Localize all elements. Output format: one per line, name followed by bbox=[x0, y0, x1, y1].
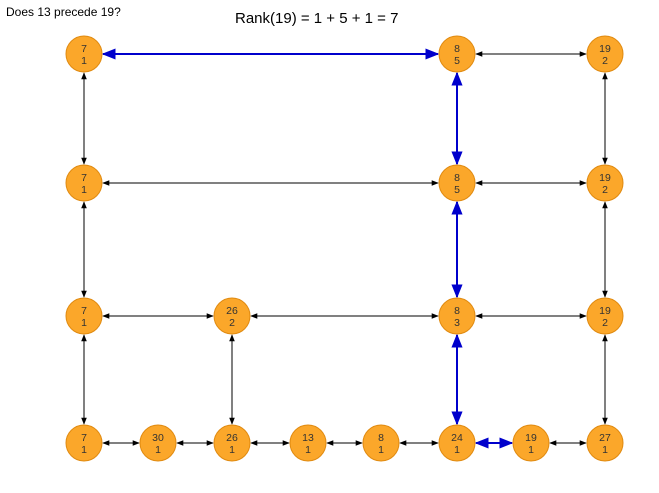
rank-formula: Rank(19) = 1 + 5 + 1 = 7 bbox=[235, 10, 399, 27]
node-rank: 2 bbox=[602, 184, 608, 196]
node-key: 7 bbox=[81, 305, 87, 317]
node-rank: 1 bbox=[155, 444, 161, 456]
node-key: 7 bbox=[81, 432, 87, 444]
node-rank: 3 bbox=[454, 317, 460, 329]
skip-list-node: 85 bbox=[438, 35, 476, 73]
node-circle bbox=[586, 35, 624, 73]
node-key: 19 bbox=[599, 305, 611, 317]
question-text: Does 13 precede 19? bbox=[6, 5, 121, 19]
node-rank: 1 bbox=[81, 444, 87, 456]
skip-list-node: 192 bbox=[586, 35, 624, 73]
node-key: 26 bbox=[226, 432, 238, 444]
node-circle bbox=[139, 424, 177, 462]
skip-list-node: 131 bbox=[289, 424, 327, 462]
node-rank: 1 bbox=[454, 444, 460, 456]
node-rank: 1 bbox=[81, 184, 87, 196]
node-circle bbox=[289, 424, 327, 462]
skip-list-node: 83 bbox=[438, 297, 476, 335]
node-rank: 1 bbox=[81, 55, 87, 67]
node-circle bbox=[65, 164, 103, 202]
node-rank: 1 bbox=[305, 444, 311, 456]
skip-list-node: 191 bbox=[512, 424, 550, 462]
node-circle bbox=[586, 297, 624, 335]
node-key: 30 bbox=[152, 432, 164, 444]
skip-list-node: 71 bbox=[65, 297, 103, 335]
node-key: 8 bbox=[454, 172, 460, 184]
node-rank: 5 bbox=[454, 55, 460, 67]
node-circle bbox=[65, 297, 103, 335]
skip-list-node: 71 bbox=[65, 35, 103, 73]
node-rank: 1 bbox=[81, 317, 87, 329]
skip-list-node: 241 bbox=[438, 424, 476, 462]
node-rank: 2 bbox=[229, 317, 235, 329]
node-key: 24 bbox=[451, 432, 463, 444]
node-circle bbox=[362, 424, 400, 462]
skip-list-node: 71 bbox=[65, 424, 103, 462]
node-rank: 2 bbox=[602, 317, 608, 329]
node-circle bbox=[438, 424, 476, 462]
skip-list-node: 192 bbox=[586, 297, 624, 335]
node-rank: 2 bbox=[602, 55, 608, 67]
node-rank: 1 bbox=[602, 444, 608, 456]
node-key: 19 bbox=[599, 172, 611, 184]
node-rank: 1 bbox=[528, 444, 534, 456]
node-rank: 5 bbox=[454, 184, 460, 196]
node-key: 19 bbox=[599, 43, 611, 55]
node-circle bbox=[438, 297, 476, 335]
node-rank: 1 bbox=[378, 444, 384, 456]
skip-list-node: 262 bbox=[213, 297, 251, 335]
node-key: 8 bbox=[454, 43, 460, 55]
node-key: 26 bbox=[226, 305, 238, 317]
node-key: 19 bbox=[525, 432, 537, 444]
node-key: 8 bbox=[454, 305, 460, 317]
node-circle bbox=[586, 164, 624, 202]
node-circle bbox=[65, 424, 103, 462]
skip-list-node: 85 bbox=[438, 164, 476, 202]
node-circle bbox=[213, 424, 251, 462]
node-key: 7 bbox=[81, 43, 87, 55]
node-circle bbox=[65, 35, 103, 73]
skip-list-node: 192 bbox=[586, 164, 624, 202]
skip-list-node: 301 bbox=[139, 424, 177, 462]
node-circle bbox=[438, 164, 476, 202]
skip-list-node: 71 bbox=[65, 164, 103, 202]
node-key: 13 bbox=[302, 432, 314, 444]
skip-list-node: 81 bbox=[362, 424, 400, 462]
node-key: 8 bbox=[378, 432, 384, 444]
node-circle bbox=[512, 424, 550, 462]
node-key: 7 bbox=[81, 172, 87, 184]
node-key: 27 bbox=[599, 432, 611, 444]
node-rank: 1 bbox=[229, 444, 235, 456]
skip-list-node: 261 bbox=[213, 424, 251, 462]
node-circle bbox=[213, 297, 251, 335]
node-circle bbox=[586, 424, 624, 462]
node-circle bbox=[438, 35, 476, 73]
skip-list-node: 271 bbox=[586, 424, 624, 462]
